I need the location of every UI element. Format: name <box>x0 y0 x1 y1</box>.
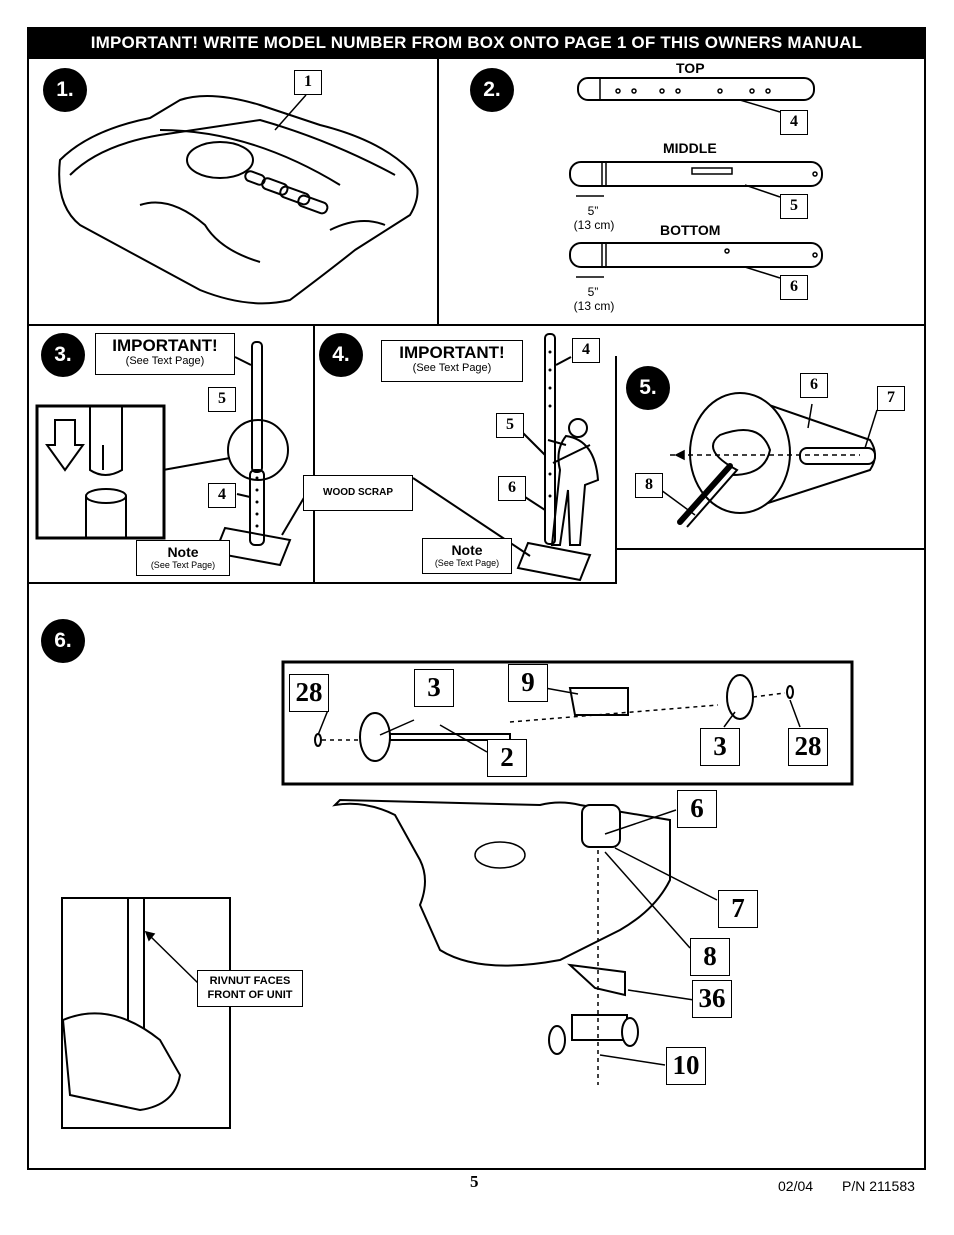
step3-important-box: IMPORTANT! (See Text Page) <box>95 333 235 375</box>
divider <box>615 548 926 550</box>
step6-part-3-left-callout: 3 <box>414 669 454 707</box>
bottom-dimension-value: 5” <box>587 285 599 299</box>
divider <box>437 59 439 325</box>
middle-pole-label: MIDDLE <box>663 140 717 156</box>
step6-part-10-callout: 10 <box>666 1047 706 1085</box>
step6-part-7-callout: 7 <box>718 890 758 928</box>
step4-part-4-callout: 4 <box>572 338 600 363</box>
step6-part-6-callout: 6 <box>677 790 717 828</box>
divider <box>27 582 617 584</box>
note-subtitle: (See Text Page) <box>150 560 216 570</box>
model-number-banner: IMPORTANT! WRITE MODEL NUMBER FROM BOX O… <box>27 27 926 59</box>
step-2-badge: 2. <box>470 68 514 112</box>
important-title: IMPORTANT! <box>399 343 505 362</box>
step6-part-9-callout: 9 <box>508 664 548 702</box>
step4-note-box: Note (See Text Page) <box>422 538 512 574</box>
middle-dimension-value: 5” <box>587 204 599 218</box>
rivnut-label: RIVNUT FACES FRONT OF UNIT <box>197 970 303 1007</box>
bottom-dimension-metric: (13 cm) <box>573 299 615 313</box>
step5-part-8-callout: 8 <box>635 473 663 498</box>
step6-part-3-right-callout: 3 <box>700 728 740 766</box>
top-pole-label: TOP <box>676 60 705 76</box>
step3-part-4-callout: 4 <box>208 483 236 508</box>
step6-part-28-right-callout: 28 <box>788 728 828 766</box>
part-5-callout: 5 <box>780 194 808 219</box>
step-4-badge: 4. <box>319 333 363 377</box>
step3-note-box: Note (See Text Page) <box>136 540 230 576</box>
step6-part-36-callout: 36 <box>692 980 732 1018</box>
important-title: IMPORTANT! <box>112 336 218 355</box>
step6-part-2-callout: 2 <box>487 739 527 777</box>
step6-part-28-left-callout: 28 <box>289 674 329 712</box>
step3-part-5-callout: 5 <box>208 387 236 412</box>
step4-important-box: IMPORTANT! (See Text Page) <box>381 340 523 382</box>
step5-part-6-callout: 6 <box>800 373 828 398</box>
step4-part-5-callout: 5 <box>496 413 524 438</box>
part-4-callout: 4 <box>780 110 808 135</box>
note-subtitle: (See Text Page) <box>434 558 500 568</box>
step-3-badge: 3. <box>41 333 85 377</box>
step-1-badge: 1. <box>43 68 87 112</box>
step6-part-8-callout: 8 <box>690 938 730 976</box>
divider <box>313 325 315 583</box>
middle-dimension-metric: (13 cm) <box>573 218 615 232</box>
part-1-callout: 1 <box>294 70 322 95</box>
step-6-badge: 6. <box>41 619 85 663</box>
wood-scrap-text: WOOD SCRAP <box>323 487 393 498</box>
bottom-pole-label: BOTTOM <box>660 222 721 238</box>
rivnut-text: RIVNUT FACES FRONT OF UNIT <box>207 975 293 1001</box>
wood-scrap-label: WOOD SCRAP <box>303 475 413 511</box>
revision-date: 02/04 <box>778 1178 814 1194</box>
part-number: P/N 211583 <box>842 1178 915 1194</box>
page-number: 5 <box>470 1172 479 1191</box>
important-subtitle: (See Text Page) <box>412 362 492 374</box>
note-title: Note <box>451 542 483 558</box>
divider <box>615 356 617 583</box>
part-6-callout: 6 <box>780 275 808 300</box>
step4-part-6-callout: 6 <box>498 476 526 501</box>
divider <box>27 324 926 326</box>
step5-part-7-callout: 7 <box>877 386 905 411</box>
note-title: Note <box>167 544 199 560</box>
important-subtitle: (See Text Page) <box>125 355 205 367</box>
step-5-badge: 5. <box>626 366 670 410</box>
